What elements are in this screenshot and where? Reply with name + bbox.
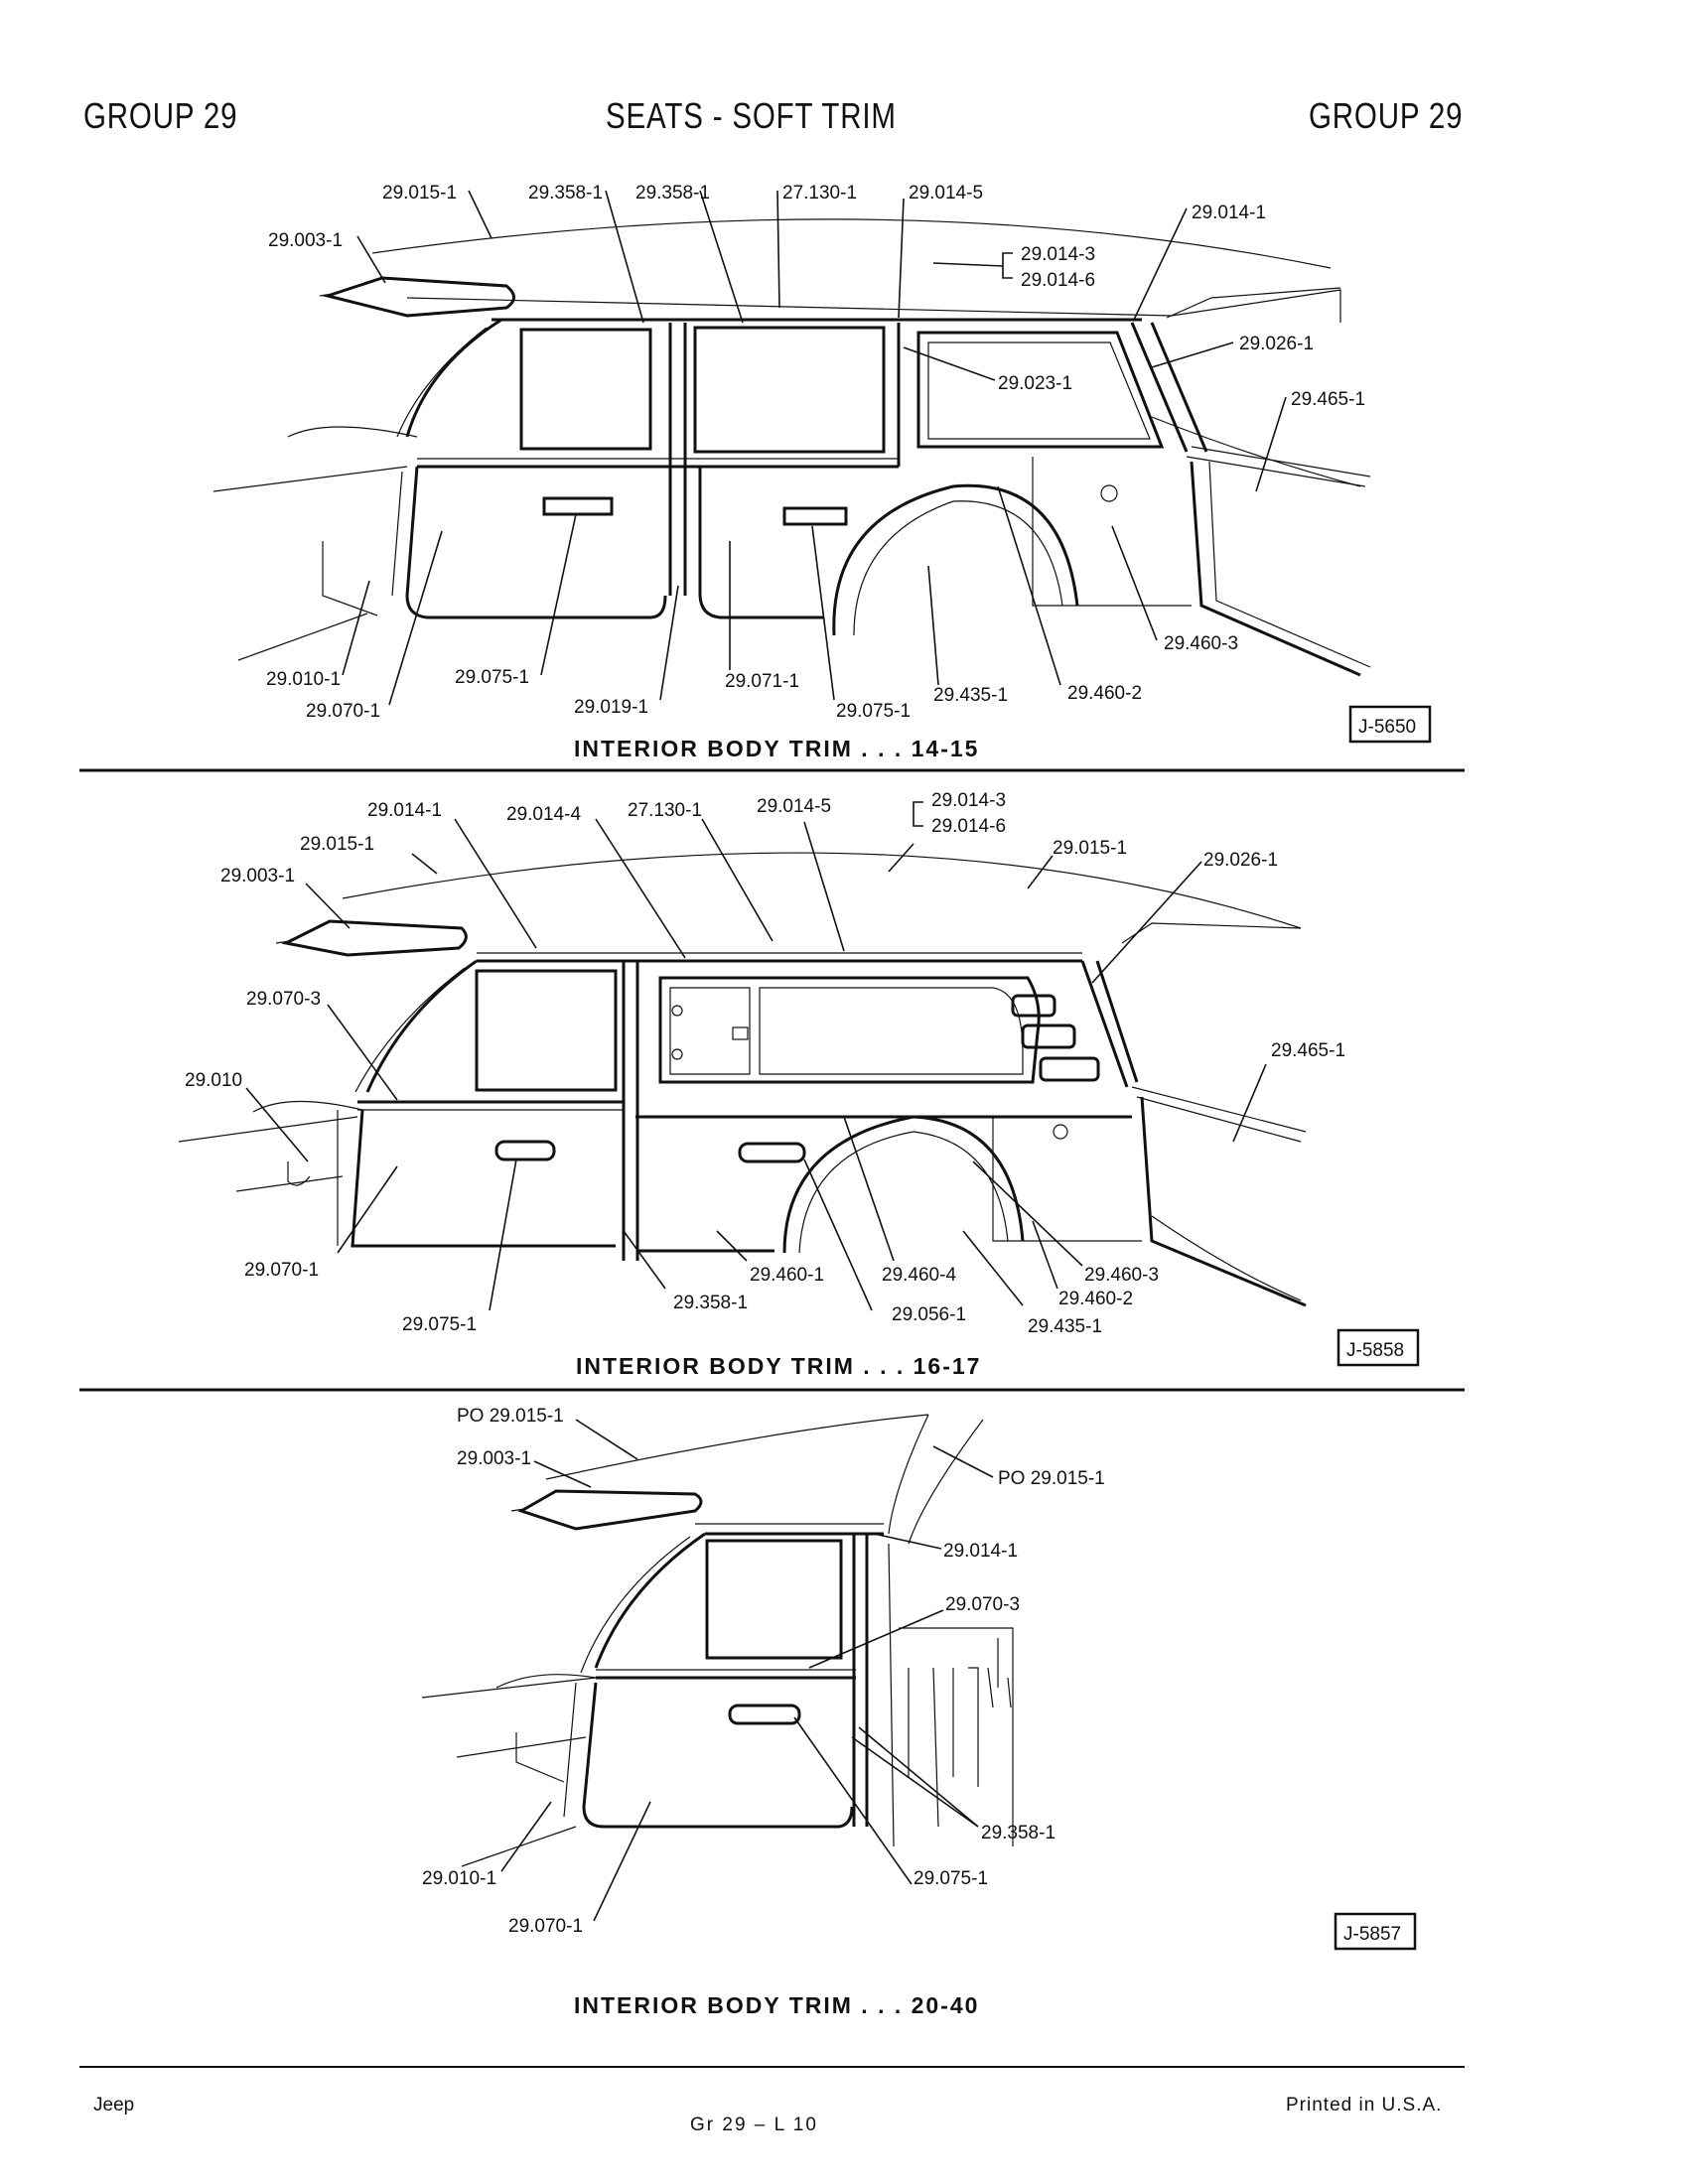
fig3-label-29-075-1: 29.075-1 [914,1868,988,1889]
fig2-label-29-015-1-right: 29.015-1 [1053,838,1127,859]
fig1-label-29-358-1-a: 29.358-1 [528,183,603,204]
fig2-label-29-010: 29.010 [185,1070,242,1091]
fig3-label-po-29-015-1-left: PO 29.015-1 [457,1406,564,1427]
footer-printed: Printed in U.S.A. [1286,2095,1443,2116]
fig2-label-29-435-1: 29.435-1 [1028,1316,1102,1337]
fig2-label-29-003-1: 29.003-1 [220,866,295,887]
header-title: SEATS - SOFT TRIM [606,95,897,136]
fig3-label-29-003-1: 29.003-1 [457,1448,531,1469]
fig3-label-29-014-1: 29.014-1 [943,1541,1018,1562]
figure-3-drawing [421,1414,1014,1867]
figure-2-leaders [245,801,1267,1311]
fig1-label-29-014-3: 29.014-3 [1021,244,1095,265]
fig1-label-29-075-1-a: 29.075-1 [455,667,529,688]
fig2-label-29-014-3: 29.014-3 [931,790,1006,811]
fig3-label-29-358-1: 29.358-1 [981,1823,1055,1843]
fig3-caption: INTERIOR BODY TRIM . . . 20-40 [574,1992,979,2018]
fig2-label-29-014-5: 29.014-5 [757,796,831,817]
footer-brand: Jeep [93,2095,135,2116]
fig1-label-29-460-3: 29.460-3 [1164,633,1238,654]
fig2-label-29-015-1-left: 29.015-1 [300,834,374,855]
fig1-label-29-435-1: 29.435-1 [933,685,1008,706]
fig2-label-29-465-1: 29.465-1 [1271,1040,1345,1061]
figure-3-labels: PO 29.015-1 29.003-1 PO 29.015-1 29.014-… [422,1406,1105,1937]
fig2-label-29-460-4: 29.460-4 [882,1265,956,1286]
fig2-label-29-070-3: 29.070-3 [246,989,321,1010]
fig1-label-29-026-1: 29.026-1 [1239,334,1314,354]
fig1-label-29-015-1: 29.015-1 [382,183,457,204]
fig3-number: J-5857 [1343,1924,1401,1945]
fig3-label-29-070-1: 29.070-1 [508,1916,583,1937]
fig1-label-29-014-5: 29.014-5 [909,183,983,204]
figure-2-labels: 29.014-1 29.014-4 27.130-1 29.014-5 29.0… [185,790,1345,1337]
header-group-right: GROUP 29 [1309,95,1464,136]
fig1-label-29-075-1-b: 29.075-1 [836,701,911,722]
fig2-label-29-056-1: 29.056-1 [892,1304,966,1325]
header-group-left: GROUP 29 [83,95,238,136]
fig2-label-29-075-1: 29.075-1 [402,1314,477,1335]
fig2-number-box [1336,1328,1420,1367]
fig1-number-box [1348,705,1432,744]
figure-1-leaders [342,190,1287,706]
fig1-label-27-130-1: 27.130-1 [782,183,857,204]
fig1-label-29-465-1: 29.465-1 [1291,389,1365,410]
fig1-caption: INTERIOR BODY TRIM . . . 14-15 [574,736,979,761]
fig1-label-29-014-1: 29.014-1 [1192,203,1266,223]
fig2-label-27-130-1: 27.130-1 [628,800,702,821]
fig2-label-29-460-3: 29.460-3 [1084,1265,1159,1286]
fig2-label-29-460-2: 29.460-2 [1058,1289,1133,1309]
fig1-label-29-003-1: 29.003-1 [268,230,343,251]
fig2-label-29-070-1: 29.070-1 [244,1260,319,1281]
fig2-label-29-358-1: 29.358-1 [673,1293,748,1313]
figure-2-drawing [178,852,1307,1307]
fig1-label-29-014-6: 29.014-6 [1021,270,1095,291]
figure-1-labels: 29.015-1 29.358-1 29.358-1 27.130-1 29.0… [266,183,1365,722]
fig2-label-29-026-1: 29.026-1 [1203,850,1278,871]
fig1-label-29-460-2: 29.460-2 [1067,683,1142,704]
fig3-number-box [1334,1912,1417,1951]
fig3-label-po-29-015-1-right: PO 29.015-1 [998,1468,1105,1489]
figure-1-drawing [212,218,1371,677]
fig2-number: J-5858 [1346,1340,1404,1361]
fig2-label-29-014-4: 29.014-4 [506,804,581,825]
fig1-label-29-023-1: 29.023-1 [998,373,1072,394]
fig2-caption: INTERIOR BODY TRIM . . . 16-17 [576,1353,981,1379]
fig1-label-29-070-1: 29.070-1 [306,701,380,722]
fig3-label-29-010-1: 29.010-1 [422,1868,496,1889]
figure-3-leaders [500,1419,994,1922]
fig1-number: J-5650 [1358,717,1416,738]
fig2-label-29-014-1: 29.014-1 [367,800,442,821]
fig1-label-29-019-1: 29.019-1 [574,697,648,718]
fig2-label-29-460-1: 29.460-1 [750,1265,824,1286]
footer-page-number: Gr 29 – L 10 [690,2115,818,2135]
fig1-label-29-358-1-b: 29.358-1 [635,183,710,204]
fig2-label-29-014-6: 29.014-6 [931,816,1006,837]
fig1-label-29-010-1: 29.010-1 [266,669,341,690]
fig3-label-29-070-3: 29.070-3 [945,1594,1020,1615]
fig1-label-29-071-1: 29.071-1 [725,671,799,692]
